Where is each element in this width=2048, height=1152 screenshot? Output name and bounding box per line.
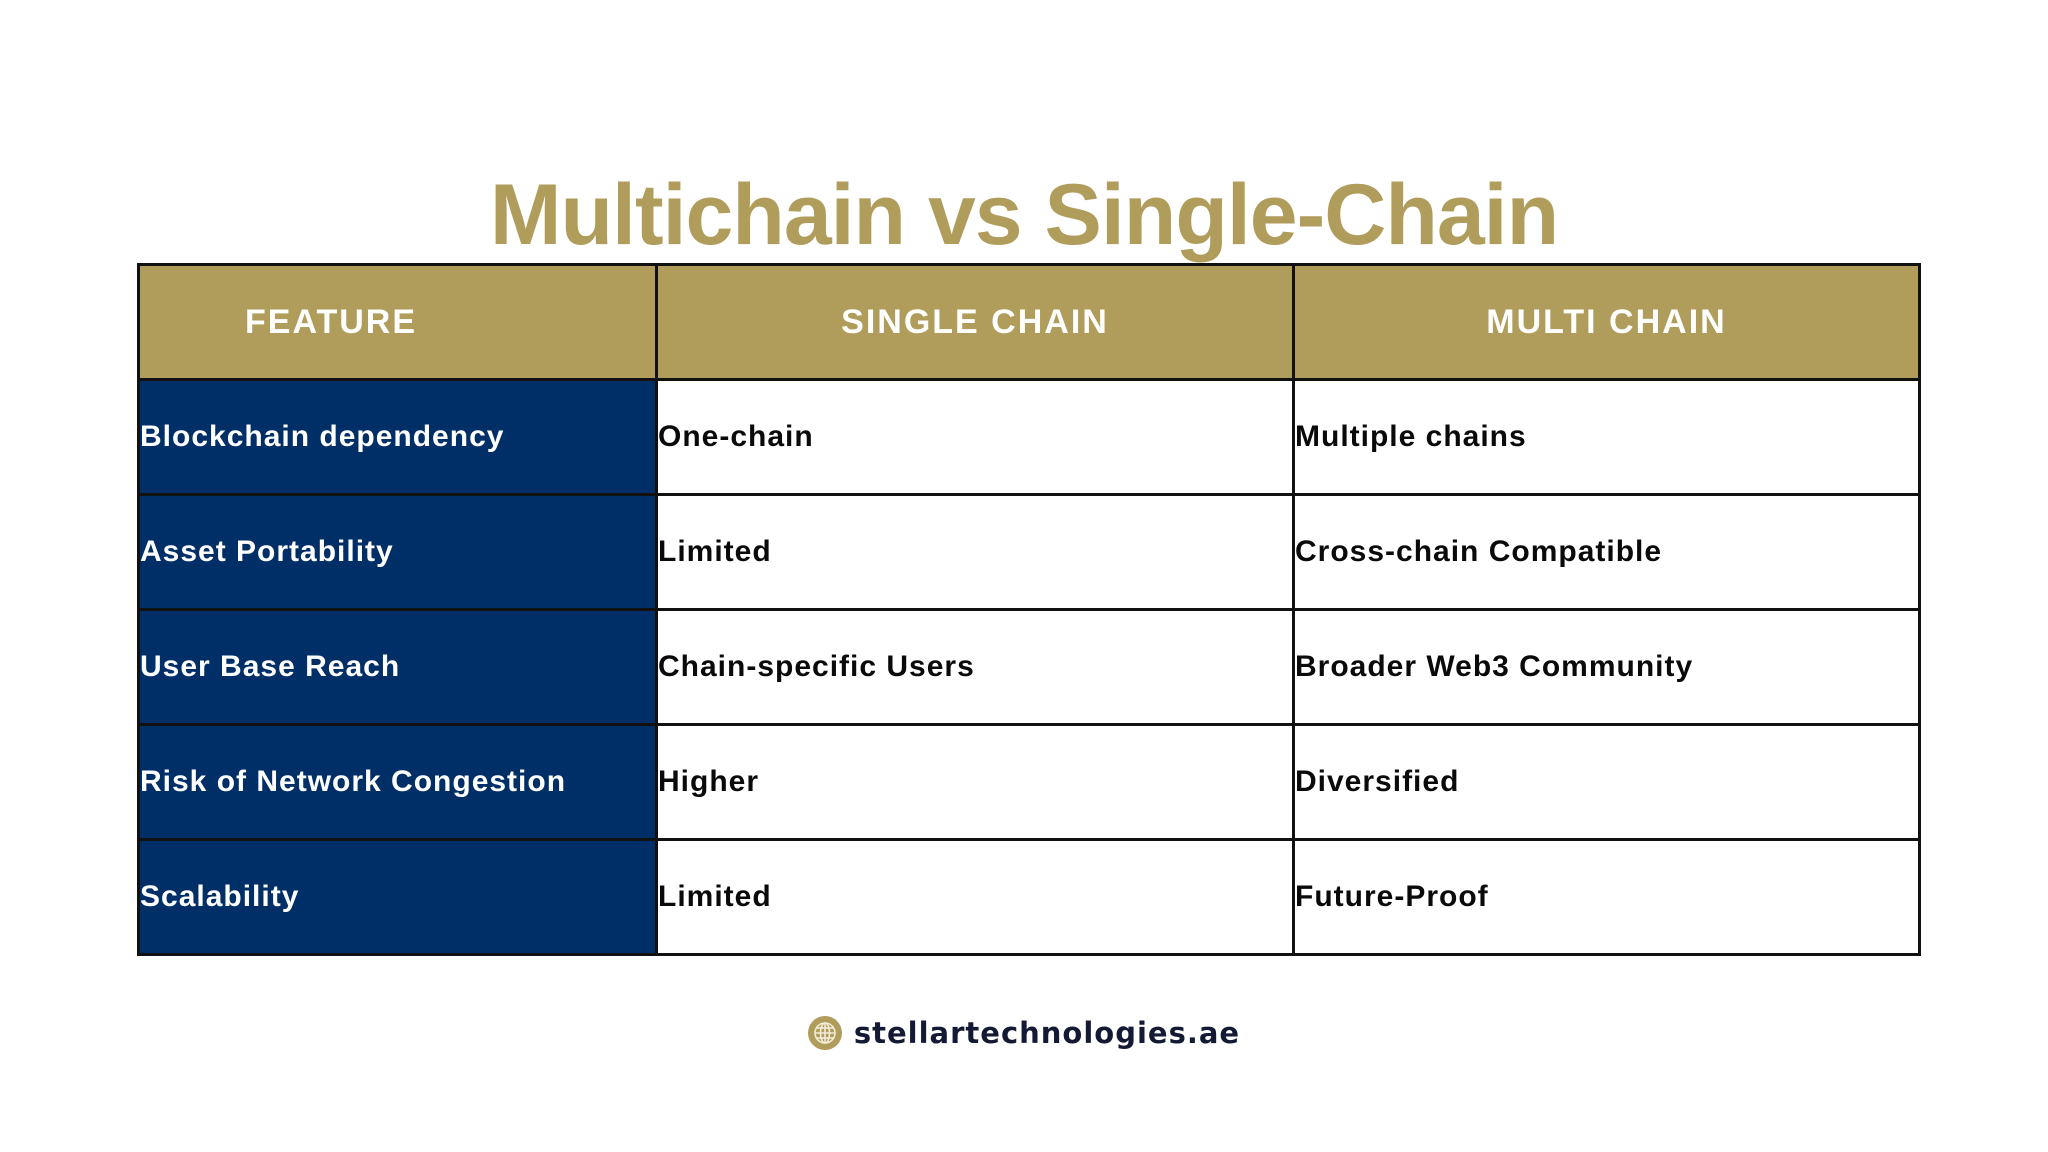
feature-cell: User Base Reach: [137, 608, 658, 726]
table-row: Blockchain dependency One-chain Multiple…: [137, 378, 1921, 496]
header-feature: FEATURE: [137, 263, 658, 381]
table-row: Risk of Network Congestion Higher Divers…: [137, 723, 1921, 841]
single-chain-cell: Chain-specific Users: [655, 608, 1295, 726]
multi-chain-cell: Broader Web3 Community: [1292, 608, 1921, 726]
page-title: Multichain vs Single-Chain: [489, 166, 1559, 263]
single-chain-cell: Limited: [655, 493, 1295, 611]
table-row: Asset Portability Limited Cross-chain Co…: [137, 493, 1921, 611]
multi-chain-cell: Future-Proof: [1292, 838, 1921, 956]
multi-chain-cell: Cross-chain Compatible: [1292, 493, 1921, 611]
multi-chain-cell: Multiple chains: [1292, 378, 1921, 496]
header-single-chain: SINGLE CHAIN: [655, 263, 1295, 381]
table-header: FEATURE SINGLE CHAIN MULTI CHAIN: [137, 263, 1921, 381]
single-chain-cell: Limited: [655, 838, 1295, 956]
single-chain-cell: One-chain: [655, 378, 1295, 496]
feature-cell: Scalability: [137, 838, 658, 956]
footer: stellartechnologies.ae: [0, 1016, 2048, 1050]
feature-cell: Asset Portability: [137, 493, 658, 611]
table-row: Scalability Limited Future-Proof: [137, 838, 1921, 956]
website-link[interactable]: stellartechnologies.ae: [853, 1016, 1241, 1050]
header-multi-chain: MULTI CHAIN: [1292, 263, 1921, 381]
table-row: User Base Reach Chain-specific Users Bro…: [137, 608, 1921, 726]
multi-chain-cell: Diversified: [1292, 723, 1921, 841]
feature-cell: Blockchain dependency: [137, 378, 658, 496]
globe-icon: [807, 1016, 842, 1050]
comparison-table: FEATURE SINGLE CHAIN MULTI CHAIN Blockch…: [137, 263, 1921, 956]
feature-cell: Risk of Network Congestion: [137, 723, 658, 841]
single-chain-cell: Higher: [655, 723, 1295, 841]
